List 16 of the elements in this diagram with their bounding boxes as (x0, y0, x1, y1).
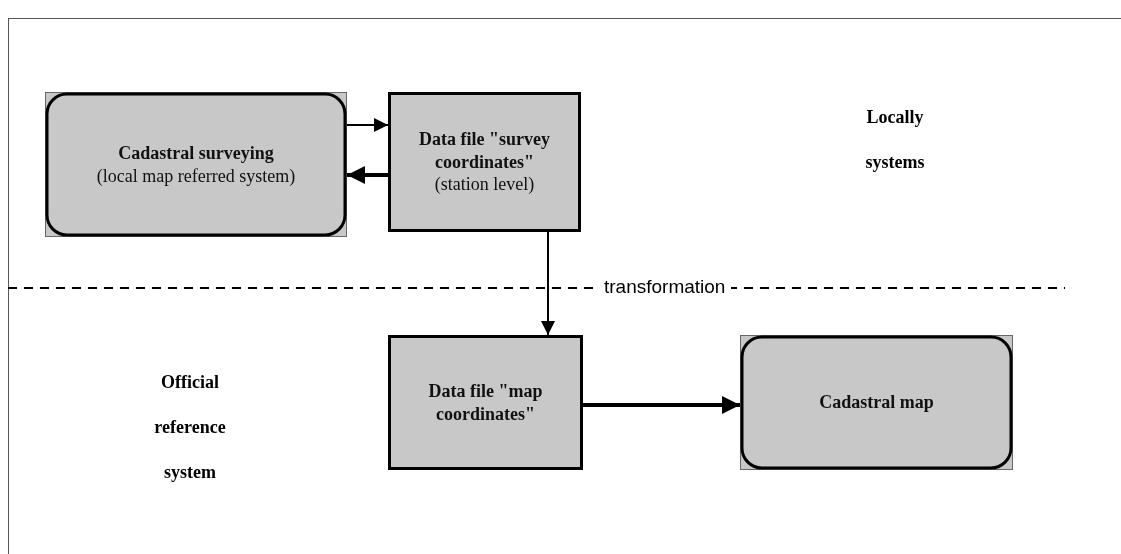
box-heading: Cadastral map (819, 391, 934, 414)
arrow (541, 231, 555, 336)
box-note: (local map referred system) (96, 164, 296, 187)
region-label: Official reference system (153, 371, 227, 484)
process-box (388, 335, 583, 470)
box-note: (station level) (434, 173, 535, 196)
region-label: Locally systems (864, 106, 926, 174)
box-heading: Cadastral surveying (118, 142, 274, 165)
arrow (346, 118, 389, 132)
process-box (388, 92, 581, 232)
arrow (583, 396, 740, 414)
arrow (347, 166, 388, 184)
rounded-process-box (45, 92, 347, 237)
box-heading: Data file "survey coordinates" (418, 128, 551, 174)
box-heading: Data file "map coordinates" (427, 380, 544, 425)
rounded-process-box (740, 335, 1013, 470)
